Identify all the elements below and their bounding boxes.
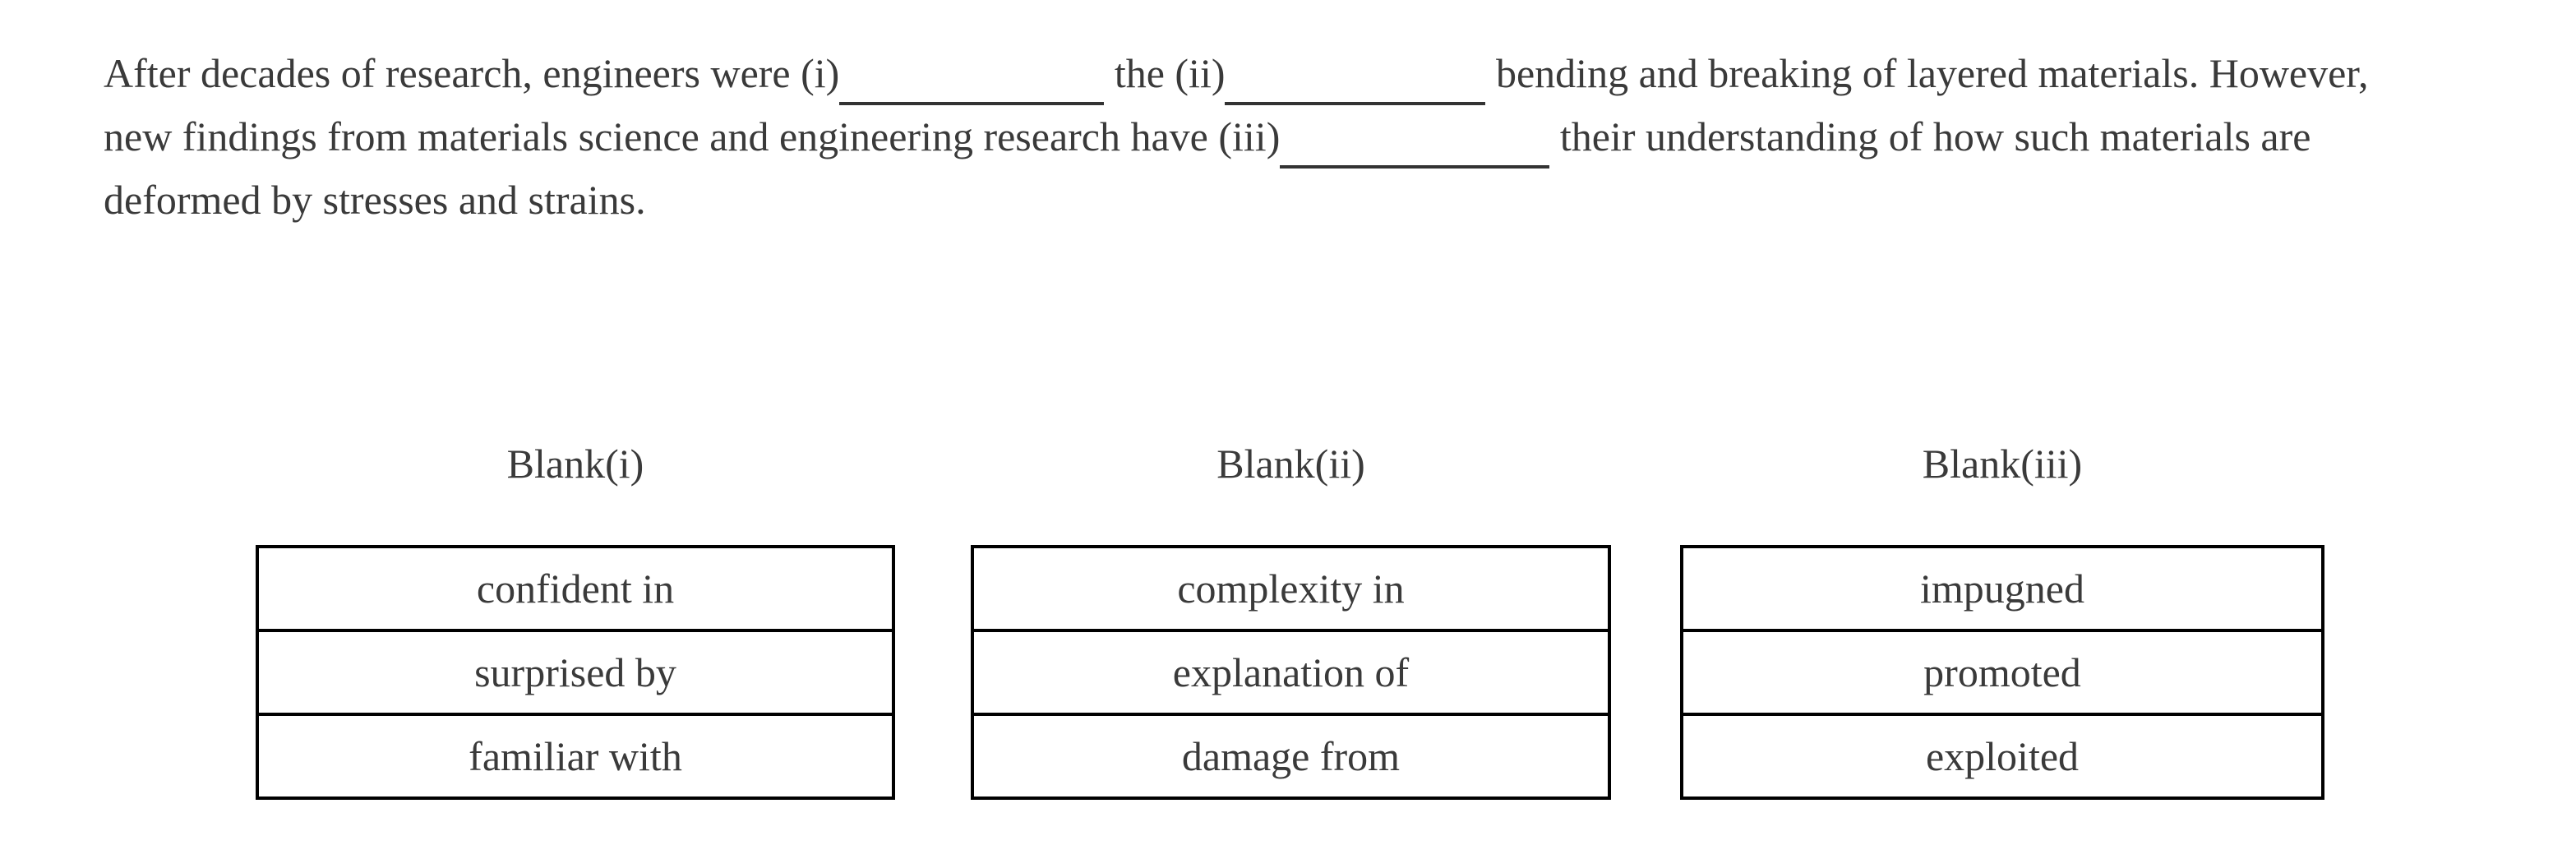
blank-i-column: Blank(i) confident in surprised by famil… — [256, 443, 895, 800]
blank-i-options-table: confident in surprised by familiar with — [256, 545, 895, 800]
question-passage: After decades of research, engineers wer… — [104, 42, 2368, 232]
blank-ii-column: Blank(ii) complexity in explanation of d… — [971, 443, 1611, 800]
blank-i-underline — [839, 85, 1105, 105]
blank-ii-label: Blank(ii) — [1216, 441, 1365, 487]
blank-iii-underline — [1280, 149, 1550, 169]
passage-line: new findings from materials science and … — [104, 105, 2368, 169]
option-cell[interactable]: familiar with — [259, 713, 892, 797]
passage-text: After decades of research, engineers wer… — [104, 50, 840, 96]
blank-i-label: Blank(i) — [506, 441, 644, 487]
option-cell[interactable]: damage from — [974, 713, 1608, 797]
passage-text: their understanding of how such material… — [1549, 113, 2311, 159]
option-cell[interactable]: promoted — [1683, 629, 2321, 713]
passage-line: deformed by stresses and strains. — [104, 169, 2368, 232]
option-cell[interactable]: surprised by — [259, 629, 892, 713]
option-cell[interactable]: explanation of — [974, 629, 1608, 713]
passage-text: bending and breaking of layered material… — [1485, 50, 2369, 96]
option-cell[interactable]: exploited — [1683, 713, 2321, 797]
passage-text: the (ii) — [1104, 50, 1226, 96]
option-cell[interactable]: confident in — [476, 566, 675, 612]
blank-iii-options-table: impugned promoted exploited — [1680, 545, 2324, 800]
option-cell[interactable]: impugned — [1920, 566, 2084, 612]
blank-ii-underline — [1225, 85, 1486, 105]
passage-line: After decades of research, engineers wer… — [104, 42, 2368, 105]
blank-ii-options-table: complexity in explanation of damage from — [971, 545, 1611, 800]
blank-iii-label: Blank(iii) — [1922, 441, 2083, 487]
blank-iii-column: Blank(iii) impugned promoted exploited — [1680, 443, 2324, 800]
option-cell[interactable]: complexity in — [1177, 566, 1405, 612]
passage-text: deformed by stresses and strains. — [104, 177, 646, 223]
passage-text: new findings from materials science and … — [104, 113, 1281, 159]
